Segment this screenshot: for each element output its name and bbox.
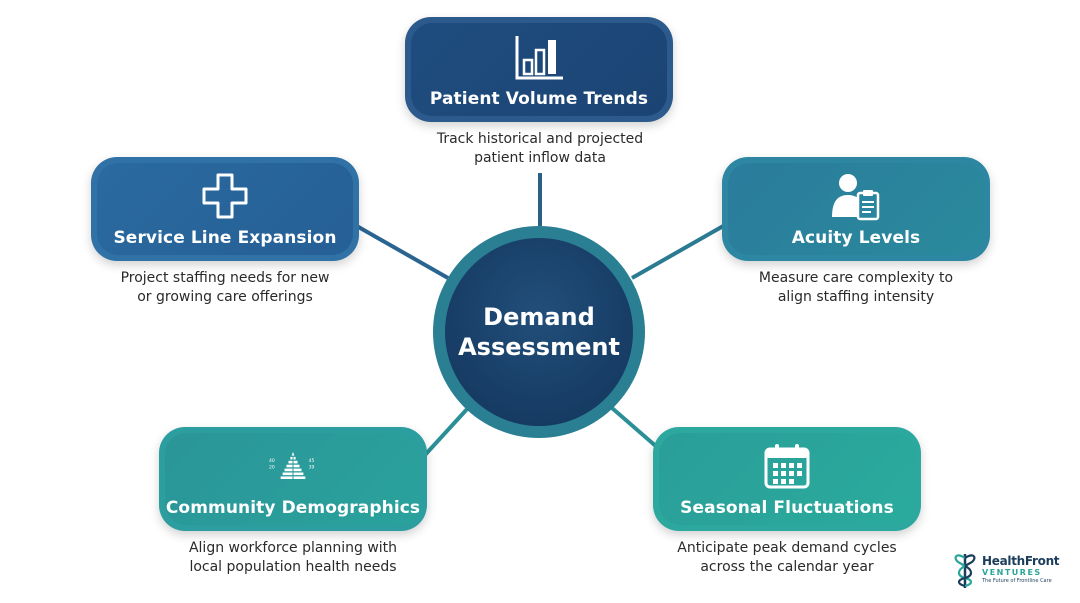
card-title: Acuity Levels [791,228,921,248]
center-node-ring: Demand Assessment [433,226,645,438]
card-title: Community Demographics [165,498,421,518]
desc-seasonal-fluctuations: Anticipate peak demand cycles across the… [647,539,927,577]
pyramid-label: 40 [269,458,275,464]
population-pyramid-icon: 40 20 45 39 [267,440,319,492]
patient-clipboard-icon [830,170,882,222]
pyramid-label: 20 [269,465,275,471]
logo-sub: VENTURES [982,568,1042,577]
desc-line: Anticipate peak demand cycles [677,540,897,556]
logo-name: HealthFront [982,554,1060,568]
card-title: Service Line Expansion [113,228,337,248]
medical-cross-icon [199,170,251,222]
connector-right-bottom [610,406,660,450]
desc-line: patient inflow data [474,150,606,166]
healthfront-logo: HealthFront VENTURES The Future of Front… [952,550,1060,590]
calendar-icon [761,440,813,492]
desc-line: Align workforce planning with [188,540,398,556]
desc-patient-volume-trends: Track historical and projected patient i… [400,130,680,168]
center-title-line2: Assessment [458,333,620,361]
card-community-demographics: 40 20 45 39 Community Demographics [159,427,427,531]
desc-line: align staffing intensity [777,289,935,305]
desc-line: across the calendar year [700,559,874,575]
logo-tagline: The Future of Frontline Care [982,578,1052,584]
connector-left-bottom [423,406,470,457]
card-service-line-expansion: Service Line Expansion [91,157,359,261]
connector-left-top [354,223,449,280]
card-acuity-levels: Acuity Levels [722,157,990,261]
card-patient-volume-trends: Patient Volume Trends [405,17,673,122]
desc-line: or growing care offerings [137,289,313,305]
pyramid-label: 39 [309,465,315,471]
card-seasonal-fluctuations: Seasonal Fluctuations [653,427,921,531]
connector-right-top [631,223,726,280]
card-title: Seasonal Fluctuations [680,498,894,518]
desc-line: Project staffing needs for new [120,270,330,286]
center-title-line1: Demand [483,303,595,331]
card-title: Patient Volume Trends [429,88,649,109]
pyramid-label: 45 [309,458,315,464]
caduceus-logo-icon [954,554,976,588]
desc-acuity-levels: Measure care complexity to align staffin… [716,269,996,307]
center-node: Demand Assessment [445,238,633,426]
desc-line: Track historical and projected [436,131,644,147]
bar-chart-icon [513,31,565,83]
desc-community-demographics: Align workforce planning with local popu… [153,539,433,577]
desc-line: local population health needs [189,559,397,575]
desc-line: Measure care complexity to [758,270,954,286]
desc-service-line-expansion: Project staffing needs for new or growin… [85,269,365,307]
